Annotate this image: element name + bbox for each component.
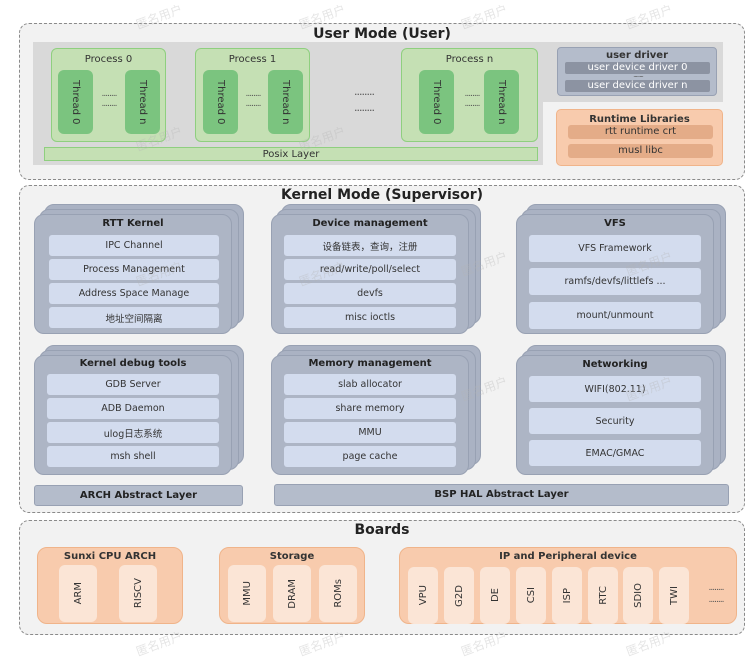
user-device-driver: user device driver 0	[565, 62, 710, 74]
thread-box: Thread n	[484, 70, 519, 134]
thread-label: Thread n	[137, 79, 148, 125]
board-item: DRAM	[273, 565, 311, 622]
board-item: G2D	[444, 567, 474, 624]
thread-ellipsis: ................	[245, 89, 262, 109]
kernel-debug-tools-box: Kernel debug tools GDB Server ADB Daemon…	[34, 345, 244, 475]
thread-label: Thread n	[280, 79, 291, 125]
kernel-box-title: Networking	[582, 359, 648, 370]
board-item: VPU	[408, 567, 438, 624]
kernel-box-title: Kernel debug tools	[79, 358, 187, 369]
board-group-title: Storage	[269, 551, 315, 562]
thread-label: Thread 0	[70, 79, 81, 125]
memory-management-box: Memory management slab allocator share m…	[271, 345, 481, 475]
runtime-library-item: rtt runtime crt	[568, 125, 713, 139]
process-label: Process n	[445, 54, 494, 65]
thread-label: Thread 0	[215, 79, 226, 125]
board-item: ROMs	[319, 565, 357, 622]
kernel-item: mount/unmount	[529, 302, 701, 329]
kernel-box-title: Memory management	[308, 358, 432, 369]
thread-box: Thread 0	[58, 70, 93, 134]
board-item: RISCV	[119, 565, 157, 622]
user-device-driver: user device driver n	[565, 80, 710, 92]
kernel-item: VFS Framework	[529, 235, 701, 262]
kernel-item: devfs	[284, 283, 456, 304]
stack-front: Memory management slab allocator share m…	[271, 355, 469, 475]
process-label: Process 0	[84, 54, 133, 65]
driver-ellipsis: ........	[633, 71, 644, 79]
thread-box: Thread n	[268, 70, 303, 134]
kernel-item: ulog日志系统	[47, 422, 219, 443]
board-group-title: IP and Peripheral device	[499, 551, 637, 562]
board-item: RTC	[588, 567, 618, 624]
stack-front: Networking WIFI(802.11) Security EMAC/GM…	[516, 355, 714, 475]
board-item: SDIO	[623, 567, 653, 624]
thread-ellipsis: ................	[101, 89, 118, 109]
kernel-item: page cache	[284, 446, 456, 467]
user-mode-title: User Mode (User)	[313, 26, 451, 42]
storage-group: Storage MMU DRAM ROMs	[219, 547, 365, 624]
ip-peripheral-device-group: IP and Peripheral device VPU G2D DE CSI …	[399, 547, 737, 624]
stack-front: RTT Kernel IPC Channel Process Managemen…	[34, 214, 232, 334]
kernel-box-title: RTT Kernel	[102, 218, 164, 229]
vfs-box: VFS VFS Framework ramfs/devfs/littlefs .…	[516, 204, 726, 334]
kernel-item: 设备链表，查询，注册	[284, 235, 456, 256]
device-management-box: Device management 设备链表，查询，注册 read/write/…	[271, 204, 481, 334]
stack-front: Kernel debug tools GDB Server ADB Daemon…	[34, 355, 232, 475]
kernel-item: read/write/poll/select	[284, 259, 456, 280]
kernel-item: 地址空间隔离	[49, 307, 219, 328]
board-item: ARM	[59, 565, 97, 622]
process-box: Process 1 Thread 0 ................ Thre…	[195, 48, 310, 142]
thread-box: Thread 0	[203, 70, 238, 134]
runtime-library-item: musl libc	[568, 144, 713, 158]
arch-abstract-layer: ARCH Abstract Layer	[34, 485, 243, 506]
networking-box: Networking WIFI(802.11) Security EMAC/GM…	[516, 345, 726, 475]
runtime-libraries-title: Runtime Libraries	[589, 114, 690, 125]
process-box: Process n Thread 0 ................ Thre…	[401, 48, 538, 142]
kernel-box-title: Device management	[312, 218, 428, 229]
sunxi-cpu-arch-group: Sunxi CPU ARCH ARM RISCV	[37, 547, 183, 624]
kernel-item: Address Space Manage	[49, 283, 219, 304]
kernel-item: Security	[529, 408, 701, 434]
kernel-item: msh shell	[47, 446, 219, 467]
stack-front: VFS VFS Framework ramfs/devfs/littlefs .…	[516, 214, 714, 334]
kernel-item: share memory	[284, 398, 456, 419]
user-driver-title: user driver	[605, 50, 669, 61]
board-group-title: Sunxi CPU ARCH	[63, 551, 157, 562]
board-item: CSI	[516, 567, 546, 624]
thread-label: Thread 0	[431, 79, 442, 125]
board-item: MMU	[228, 565, 266, 622]
thread-box: Thread n	[125, 70, 160, 134]
board-item: DE	[480, 567, 510, 624]
kernel-item: EMAC/GMAC	[529, 440, 701, 466]
peripheral-ellipsis: ................	[708, 583, 725, 605]
stack-front: Device management 设备链表，查询，注册 read/write/…	[271, 214, 469, 334]
posix-layer: Posix Layer	[44, 147, 538, 161]
kernel-item: GDB Server	[47, 374, 219, 395]
kernel-mode-title: Kernel Mode (Supervisor)	[280, 187, 484, 203]
board-item: ISP	[552, 567, 582, 624]
process-label: Process 1	[228, 54, 277, 65]
process-box: Process 0 Thread 0 ................ Thre…	[51, 48, 166, 142]
kernel-box-title: VFS	[604, 218, 626, 229]
kernel-item: slab allocator	[284, 374, 456, 395]
process-ellipsis: ................	[354, 85, 375, 114]
rtt-kernel-box: RTT Kernel IPC Channel Process Managemen…	[34, 204, 244, 334]
user-driver-box: user driver user device driver 0 .......…	[557, 47, 717, 96]
thread-label: Thread n	[496, 79, 507, 125]
thread-box: Thread 0	[419, 70, 454, 134]
runtime-libraries-box: Runtime Libraries rtt runtime crt musl l…	[556, 109, 723, 166]
bsp-hal-abstract-layer: BSP HAL Abstract Layer	[274, 484, 729, 506]
thread-ellipsis: ................	[464, 89, 481, 109]
boards-title: Boards	[354, 522, 410, 538]
kernel-item: MMU	[284, 422, 456, 443]
kernel-item: ramfs/devfs/littlefs ...	[529, 268, 701, 295]
kernel-item: WIFI(802.11)	[529, 376, 701, 402]
board-item: TWI	[659, 567, 689, 624]
kernel-item: misc ioctls	[284, 307, 456, 328]
kernel-item: Process Management	[49, 259, 219, 280]
kernel-item: ADB Daemon	[47, 398, 219, 419]
kernel-item: IPC Channel	[49, 235, 219, 256]
